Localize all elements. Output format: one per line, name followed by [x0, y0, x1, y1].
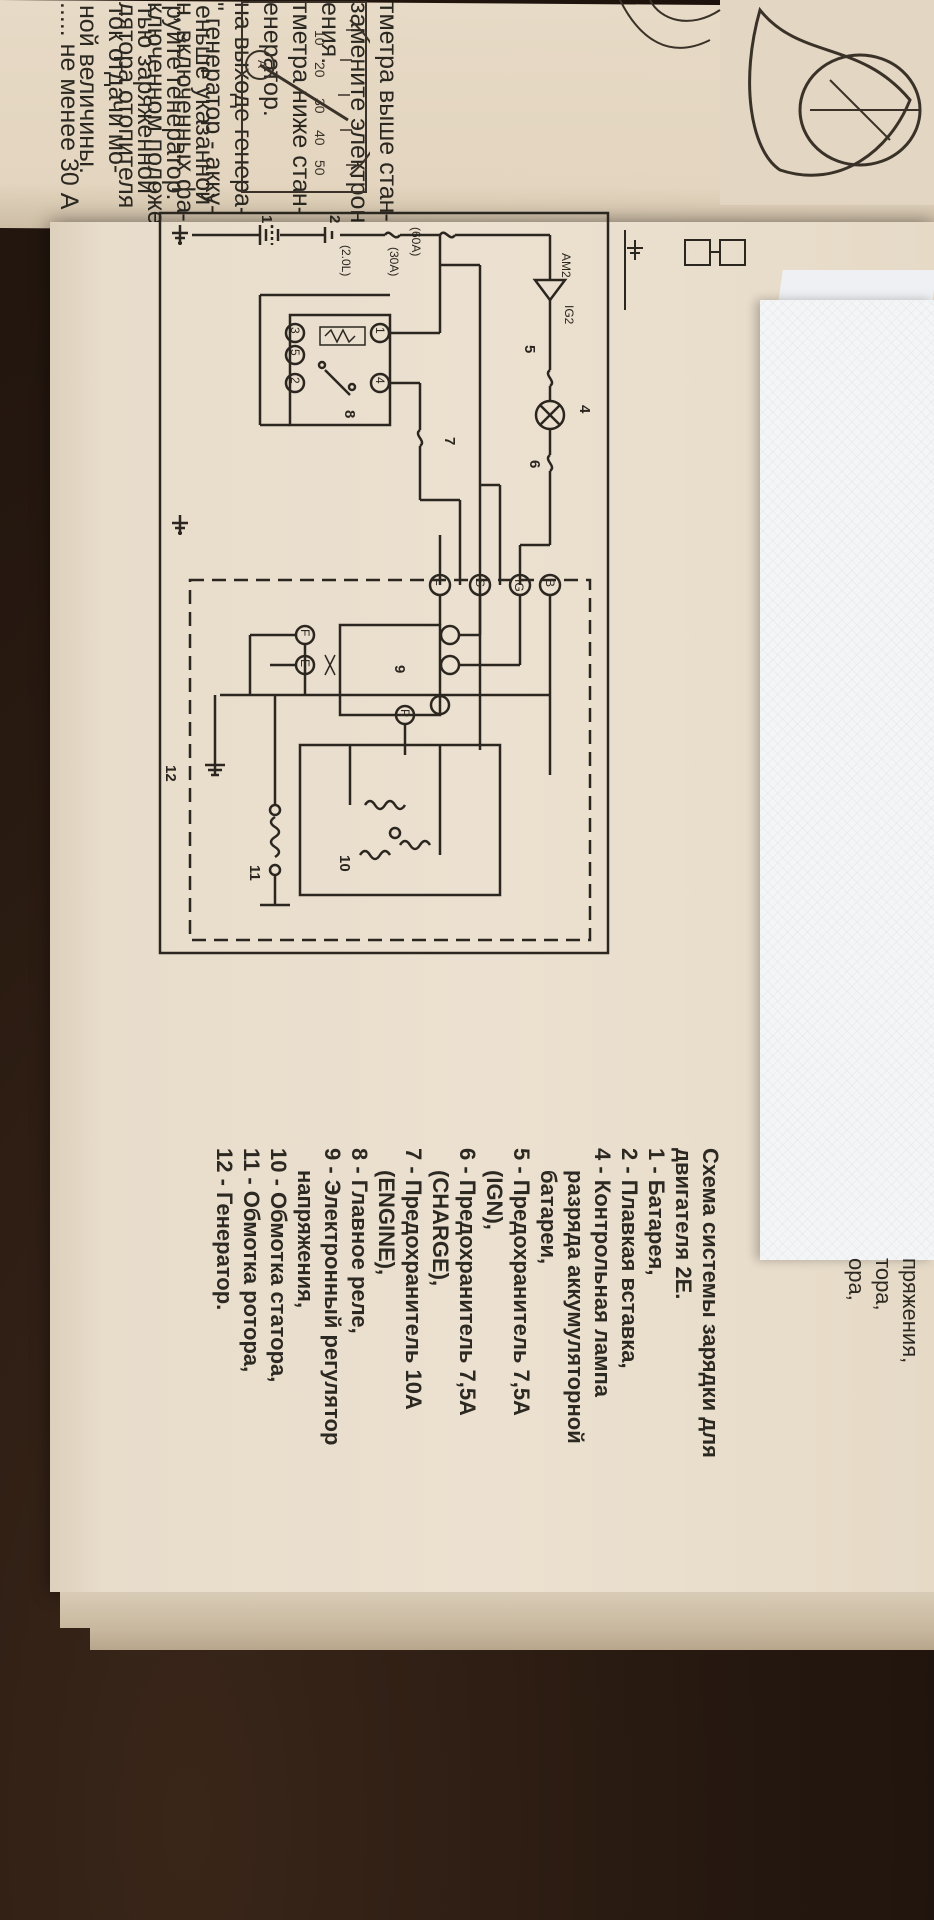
callout-1: 1 [258, 215, 275, 223]
legend-item: 1 - Батарея, [644, 1148, 669, 1276]
fuse-label-2-0l: (2.0L) [339, 245, 353, 276]
callout-4: 4 [576, 405, 593, 414]
relay-pin-5: 5 [288, 349, 302, 356]
terminal-p: P [398, 709, 412, 717]
legend-item: 4 - Контрольная лампа [590, 1148, 615, 1398]
legend-item: 11 - Обмотка ротора, [239, 1148, 264, 1373]
diagram-caption: Схема системы зарядки для двигателя 2Е. … [211, 1148, 724, 1458]
relay-pin-2: 2 [288, 377, 302, 384]
gauge-tick-10: 10 [312, 30, 328, 46]
legend-item: (CHARGE), [428, 1170, 453, 1287]
gauge-tick-40: 40 [312, 130, 328, 146]
engine-illustration [619, 0, 934, 205]
legend-item: 6 - Предохранитель 7,5А [455, 1148, 480, 1416]
gauge-tick-50: 50 [312, 160, 328, 176]
ammeter-gauge-illustration: 10 20 30 40 50 A [241, 1, 370, 193]
relay-pin-4: 4 [373, 377, 387, 384]
legend-item: (IGN), [482, 1170, 507, 1230]
terminal-ig: IG [512, 579, 526, 592]
callout-11: 11 [246, 865, 263, 881]
caption-title-line-1: Схема системы зарядки для [698, 1148, 723, 1458]
legend-item: 7 - Предохранитель 10А [401, 1148, 426, 1410]
terminal-b: B [543, 579, 557, 587]
callout-9: 9 [391, 665, 408, 673]
callout-6: 6 [526, 460, 543, 468]
fuse-label-60a: (60A) [409, 227, 423, 256]
callout-5: 5 [521, 345, 538, 353]
terminal-l: L [433, 579, 447, 586]
previous-page-text-lower: еньше указанной руйте генератор. тью зар… [74, 5, 218, 206]
legend-item: 12 - Генератор. [212, 1148, 237, 1311]
legend-item: 2 - Плавкая вставка, [617, 1148, 642, 1369]
terminal-e: E [298, 659, 312, 667]
terminal-f: F [298, 629, 312, 636]
legend-item: батареи, [536, 1170, 561, 1265]
gauge-tick-20: 20 [312, 62, 328, 78]
callout-2: 2 [326, 215, 343, 223]
legend-item: напряжения, [293, 1170, 318, 1309]
terminal-ig2: IG2 [562, 305, 576, 325]
relay-pin-3: 3 [288, 327, 302, 334]
second-diagram-fragment [624, 230, 746, 310]
paper-towel [760, 300, 934, 1260]
legend-item: 5 - Предохранитель 7,5А [509, 1148, 534, 1416]
legend-item: 10 - Обмотка статора, [266, 1148, 291, 1383]
fuse-label-30a: (30A) [387, 247, 401, 276]
gauge-tick-30: 30 [312, 98, 328, 114]
relay-pin-1: 1 [373, 327, 387, 334]
terminal-s: S [473, 579, 487, 587]
legend-item: 9 - Электронный регулятор [320, 1148, 345, 1446]
right-page-fragment: пряжения, тора, ора, [844, 1258, 923, 1364]
legend-item: разряда аккумуляторной [563, 1170, 588, 1444]
callout-10: 10 [336, 855, 353, 872]
callout-8: 8 [341, 410, 358, 418]
gauge-unit: A [255, 60, 269, 68]
terminal-am2: AM2 [559, 253, 573, 278]
callout-12: 12 [162, 765, 179, 782]
callout-7: 7 [441, 437, 458, 445]
charging-system-wiring-diagram: 1 2 4 5 6 7 8 9 10 11 12 (60A) (30A) (2.… [158, 211, 610, 955]
page-stack-edge-lower [90, 1628, 934, 1650]
legend-item: 8 - Главное реле, [347, 1148, 372, 1334]
caption-title-line-2: двигателя 2Е. [671, 1148, 696, 1300]
legend-item: (ENGINE), [374, 1170, 399, 1276]
page-stack-edge [60, 1592, 934, 1628]
